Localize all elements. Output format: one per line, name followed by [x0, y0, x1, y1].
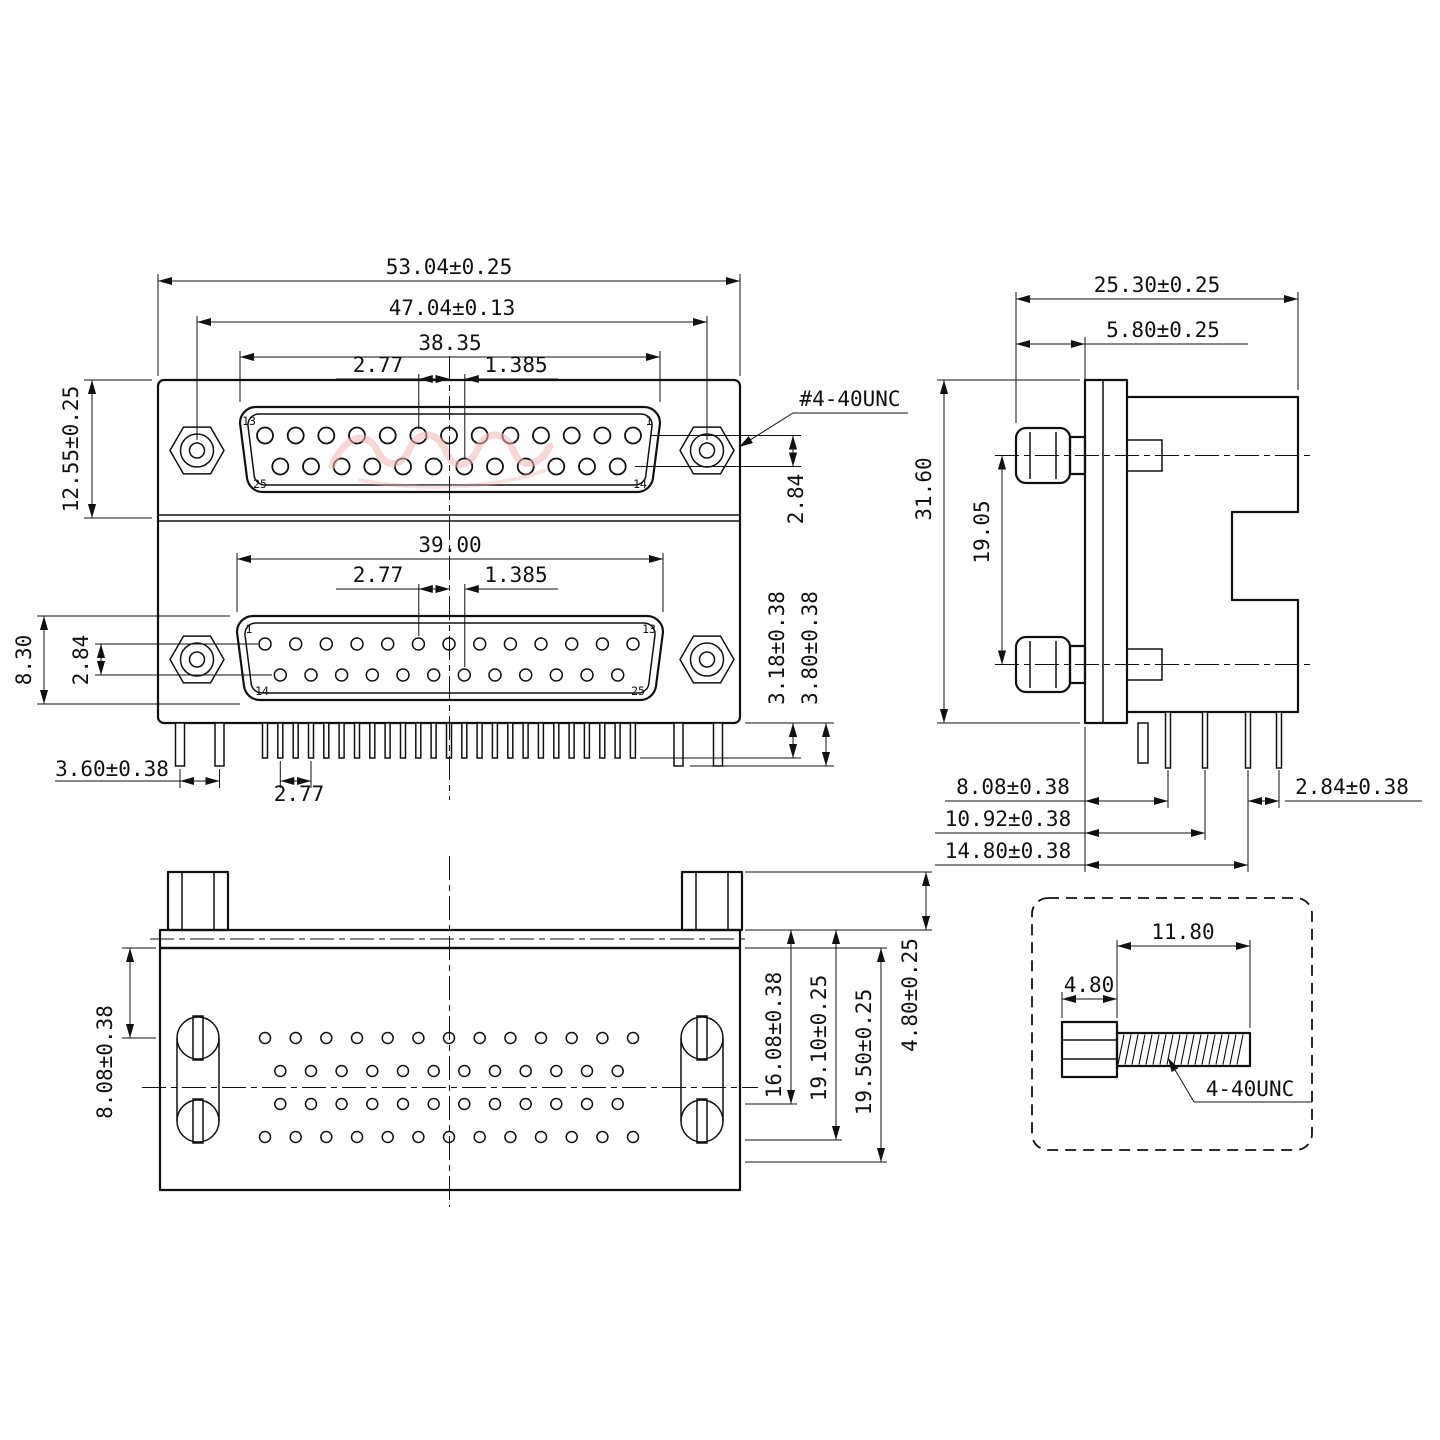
- bottom-jackscrew-left: [166, 870, 230, 932]
- dim-mount-spacing: 47.04±0.13: [389, 296, 515, 320]
- pin-number: 14: [633, 477, 647, 491]
- hole-row-3: [274, 1097, 624, 1111]
- dim-lower-insert-width: 39.00: [418, 533, 481, 557]
- pin-number: 13: [242, 414, 256, 428]
- dim-depth-2: 19.10±0.25: [807, 975, 831, 1101]
- lower-pin-row-1: [258, 637, 640, 651]
- solder-tails: [261, 722, 637, 759]
- bottom-jackscrew-right: [680, 870, 744, 932]
- hole-row-2: [274, 1064, 624, 1078]
- dim-pin-row-1: 8.08±0.38: [956, 775, 1070, 799]
- dim-pin-row-2: 10.92±0.38: [945, 807, 1071, 831]
- pin-number: 13: [642, 622, 656, 636]
- bracket-legs: [174, 722, 724, 767]
- side-bracket: [1083, 378, 1129, 725]
- dim-upper-insert-width: 38.35: [418, 331, 481, 355]
- side-pins: [1137, 711, 1283, 769]
- board-lock-left: [176, 1015, 220, 1144]
- side-view: 25.30±0.25 5.80±0.25 31.60 19.05 8.08±0.…: [912, 273, 1422, 872]
- thread-spec-label: 4-40UNC: [1206, 1077, 1295, 1101]
- dim-lower-half-pitch: 1.385: [484, 563, 547, 587]
- dim-upper-height: 12.55±0.25: [59, 386, 83, 512]
- dim-overall-width: 53.04±0.25: [386, 255, 512, 279]
- dim-leg-length: 3.80±0.38: [798, 591, 822, 705]
- upper-dsub-shell: [238, 405, 662, 494]
- board-lock-right: [680, 1015, 724, 1144]
- hole-row-1: [258, 1031, 640, 1045]
- dim-lower-pitch: 2.77: [353, 563, 404, 587]
- thread-callout: #4-40UNC: [799, 387, 900, 411]
- dim-overall-depth: 25.30±0.25: [1094, 273, 1220, 297]
- side-body: [1127, 395, 1300, 714]
- detail-frame: [1031, 897, 1313, 1151]
- dim-port-spacing: 19.05: [970, 500, 994, 563]
- dim-screw-protrusion: 5.80±0.25: [1106, 318, 1220, 342]
- pin-number: 1: [246, 622, 253, 636]
- dim-depth-1: 16.08±0.38: [762, 972, 786, 1098]
- hole-row-4: [258, 1130, 640, 1144]
- pin-number: 25: [253, 477, 267, 491]
- dim-face-to-row1: 8.08±0.38: [93, 1005, 117, 1119]
- dim-upper-pitch: 2.77: [353, 353, 404, 377]
- jackscrew-lower-right: [679, 635, 735, 684]
- dim-pin-row-gap: 2.84±0.38: [1295, 775, 1409, 799]
- screw-threads: [1117, 1034, 1244, 1065]
- jackscrew-lower-left: [169, 635, 225, 684]
- pin-number: 1: [646, 414, 653, 428]
- bottom-view: 8.08±0.38 16.08±0.38 19.10±0.25 19.50±0.…: [93, 856, 932, 1207]
- pin-number: 25: [631, 684, 645, 698]
- dim-upper-half-pitch: 1.385: [484, 353, 547, 377]
- watermark: [328, 431, 554, 489]
- dim-overall-height: 31.60: [912, 457, 936, 520]
- dim-upper-row-gap: 2.84: [784, 474, 808, 525]
- screw-head: [1060, 1020, 1119, 1079]
- lower-pin-row-2: [273, 668, 625, 682]
- lower-dsub-shell: [235, 614, 665, 702]
- dim-depth-3: 19.50±0.25: [852, 989, 876, 1115]
- dim-head-length: 4.80: [1064, 973, 1115, 997]
- dim-lower-row-gap: 2.84: [69, 635, 93, 686]
- dim-lower-left: 8.30: [12, 635, 36, 686]
- dim-screw-height: 4.80±0.25: [898, 938, 922, 1052]
- screw-shank: [1115, 1031, 1252, 1068]
- dim-leg-spacing: 3.60±0.38: [55, 757, 169, 781]
- dim-pin-row-3: 14.80±0.38: [945, 839, 1071, 863]
- front-view: 13 1 25 14 1 13 14 25: [12, 255, 908, 806]
- dim-thread-length: 11.80: [1151, 920, 1214, 944]
- dim-tail-length: 3.18±0.38: [765, 591, 789, 705]
- dim-tail-pitch: 2.77: [274, 782, 325, 806]
- screw-detail: 11.80 4.80 4-40UNC: [1031, 897, 1313, 1151]
- pin-number: 14: [255, 684, 269, 698]
